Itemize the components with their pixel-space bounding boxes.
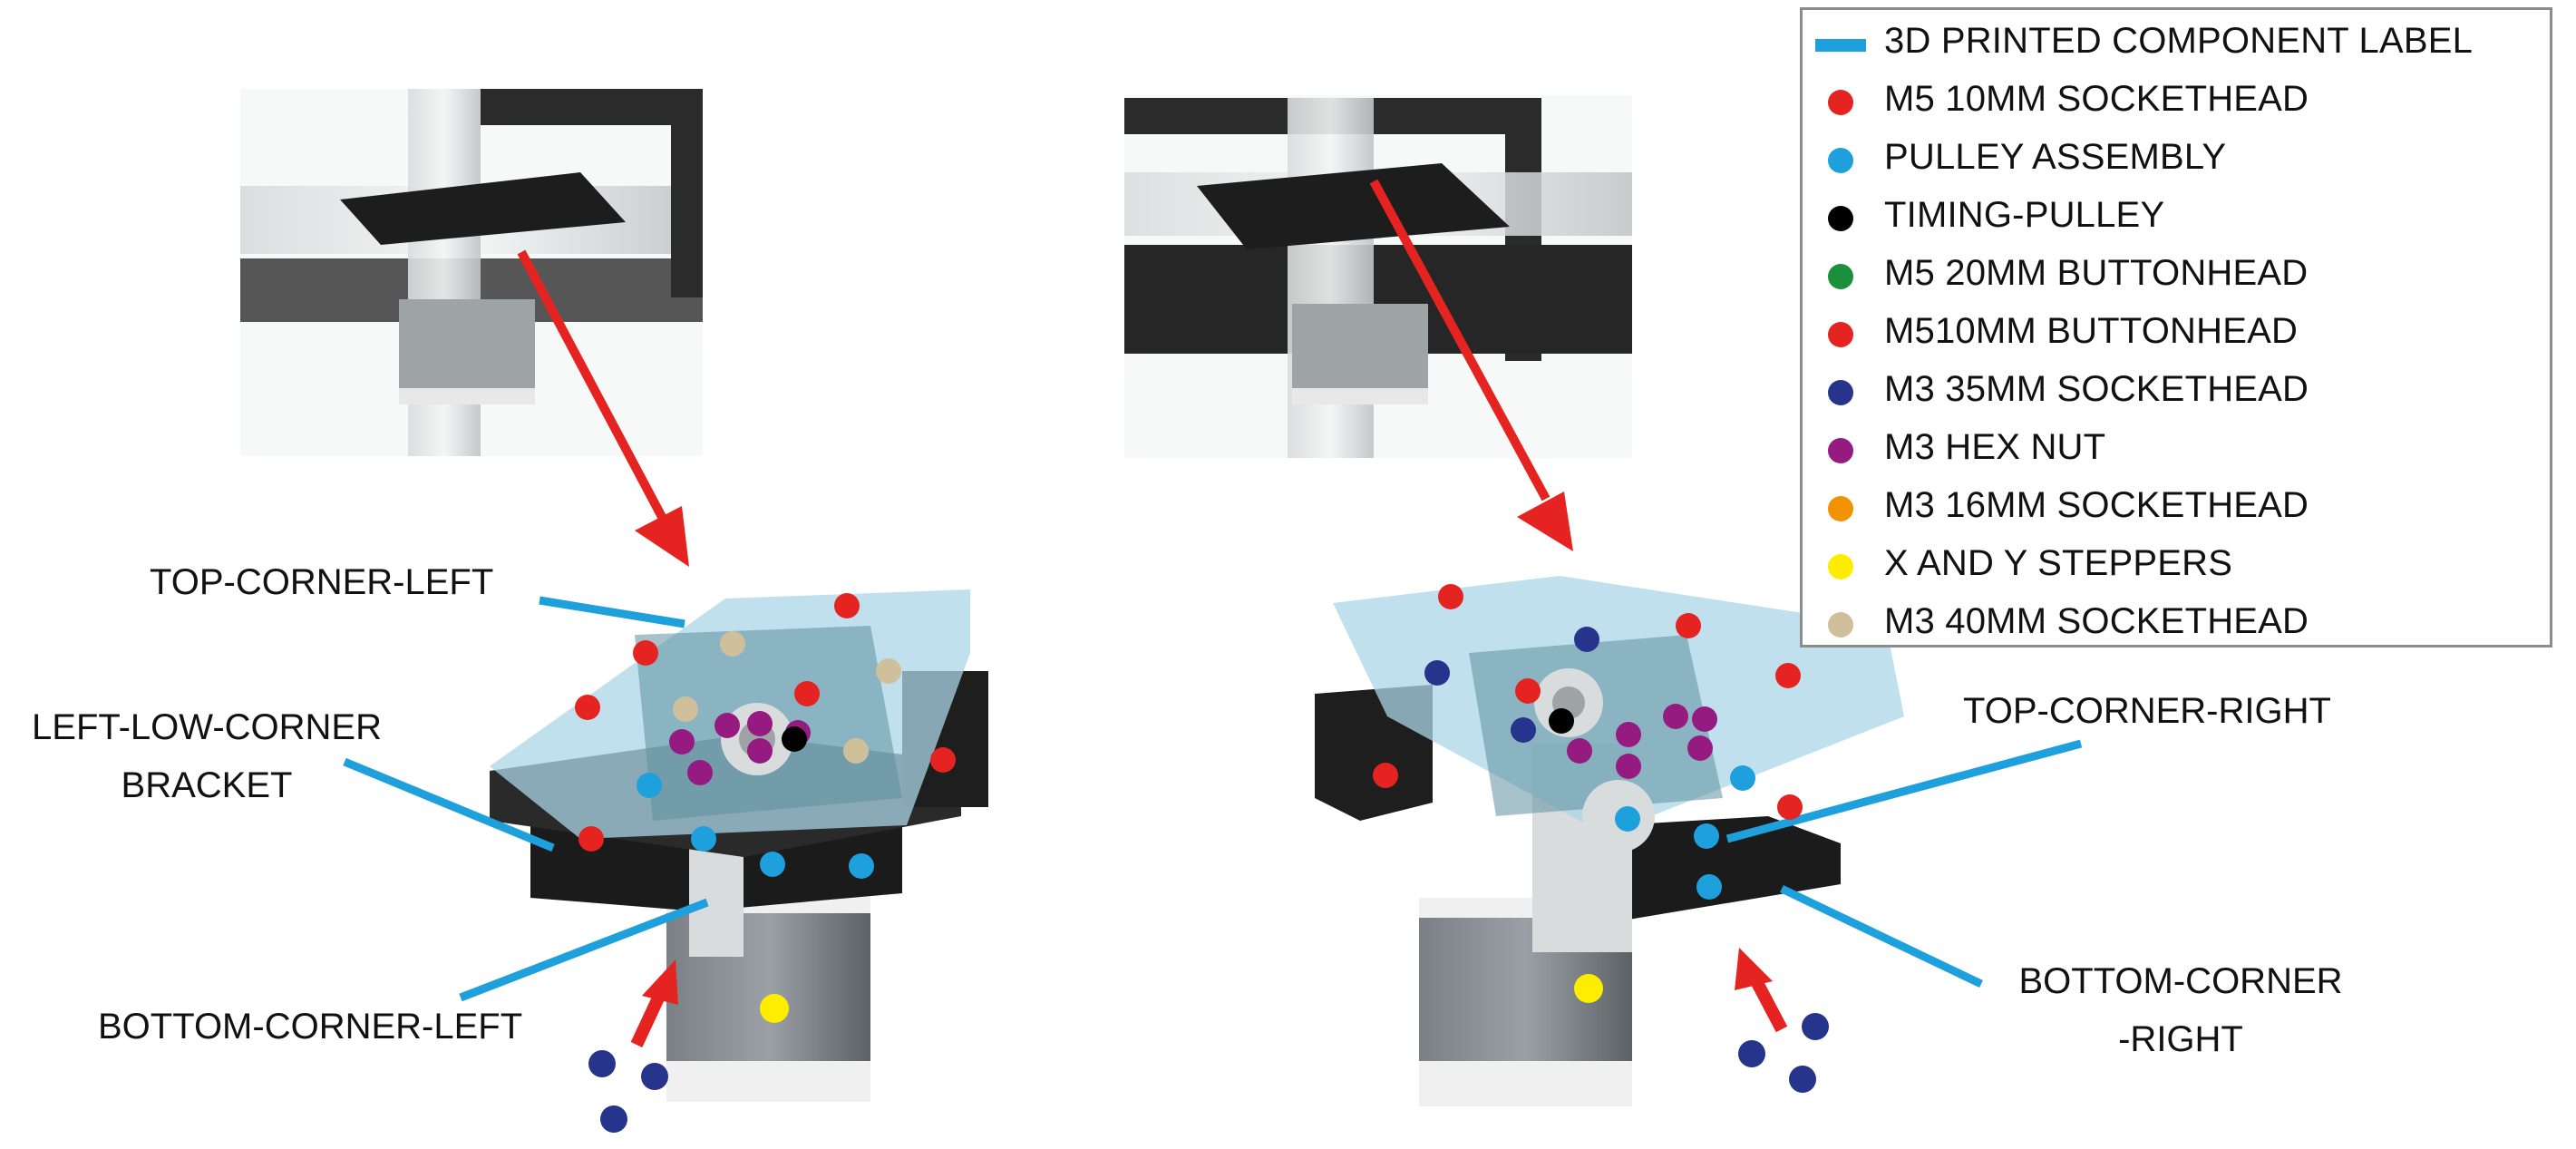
leader-top-corner-right [1725, 739, 2083, 843]
leader-top-corner-left [539, 596, 685, 628]
legend-item: 3D PRINTED COMPONENT LABEL [1803, 15, 2550, 70]
legend-label: M3 HEX NUT [1884, 427, 2106, 467]
arrow-left-main-head [635, 506, 689, 567]
arrow-right-up-head [1735, 948, 1773, 990]
label-left-low-corner-bracket: LEFT-LOW-CORNER BRACKET [32, 707, 382, 805]
left-corner-assembly [490, 589, 988, 1102]
legend-item: M3 40MM SOCKETHEAD [1803, 596, 2550, 650]
leader-left-low-corner [343, 757, 555, 852]
right-corner-assembly [1315, 576, 1904, 1106]
legend-marker-dot [1828, 612, 1853, 638]
legend-label: TIMING-PULLEY [1884, 195, 2165, 235]
legend-label: M3 35MM SOCKETHEAD [1884, 369, 2309, 409]
legend: 3D PRINTED COMPONENT LABEL M5 10MM SOCKE… [1800, 7, 2552, 648]
legend-label: 3D PRINTED COMPONENT LABEL [1884, 21, 2474, 61]
legend-label: M5 20MM BUTTONHEAD [1884, 253, 2309, 293]
legend-marker-dot [1828, 496, 1853, 521]
left-frame-render [240, 89, 703, 456]
legend-item: PULLEY ASSEMBLY [1803, 131, 2550, 186]
legend-marker-dot [1828, 380, 1853, 405]
legend-marker-dot [1828, 148, 1853, 173]
legend-marker-bar [1815, 39, 1866, 52]
legend-marker-dot [1828, 206, 1853, 231]
legend-item: M510MM BUTTONHEAD [1803, 306, 2550, 360]
leader-bottom-corner-left [459, 898, 709, 1002]
legend-item: M5 20MM BUTTONHEAD [1803, 248, 2550, 302]
label-bottom-corner-left: BOTTOM-CORNER-LEFT [98, 1007, 523, 1047]
callout-lines [343, 596, 2083, 1002]
legend-label: M5 10MM SOCKETHEAD [1884, 79, 2309, 119]
legend-item: M3 HEX NUT [1803, 422, 2550, 476]
right-frame-render [1124, 95, 1632, 458]
label-top-corner-left: TOP-CORNER-LEFT [150, 562, 494, 602]
arrow-left-main [517, 249, 666, 520]
arrow-right-main [1369, 179, 1550, 501]
legend-item: TIMING-PULLEY [1803, 190, 2550, 244]
legend-item: M3 16MM SOCKETHEAD [1803, 480, 2550, 534]
legend-item: M3 35MM SOCKETHEAD [1803, 364, 2550, 418]
legend-label: M510MM BUTTONHEAD [1884, 311, 2299, 351]
arrow-right-main-head [1517, 492, 1573, 551]
legend-marker-dot [1828, 264, 1853, 289]
legend-item: M5 10MM SOCKETHEAD [1803, 73, 2550, 128]
legend-label: M3 40MM SOCKETHEAD [1884, 601, 2309, 641]
legend-marker-dot [1828, 322, 1853, 347]
legend-item: X AND Y STEPPERS [1803, 538, 2550, 592]
legend-marker-dot [1828, 90, 1853, 115]
red-arrows [517, 179, 1788, 1047]
arrow-left-up-head [642, 959, 678, 1005]
label-top-corner-right: TOP-CORNER-RIGHT [1963, 691, 2331, 731]
legend-marker-dot [1828, 554, 1853, 579]
legend-label: X AND Y STEPPERS [1884, 543, 2233, 583]
leader-bottom-corner-right [1780, 884, 1983, 988]
arrow-right-up [1748, 974, 1788, 1033]
part-markers [575, 584, 1829, 1133]
label-bottom-corner-right: BOTTOM-CORNER -RIGHT [2018, 961, 2343, 1059]
legend-label: M3 16MM SOCKETHEAD [1884, 485, 2309, 525]
legend-marker-dot [1828, 438, 1853, 463]
legend-label: PULLEY ASSEMBLY [1884, 137, 2227, 177]
